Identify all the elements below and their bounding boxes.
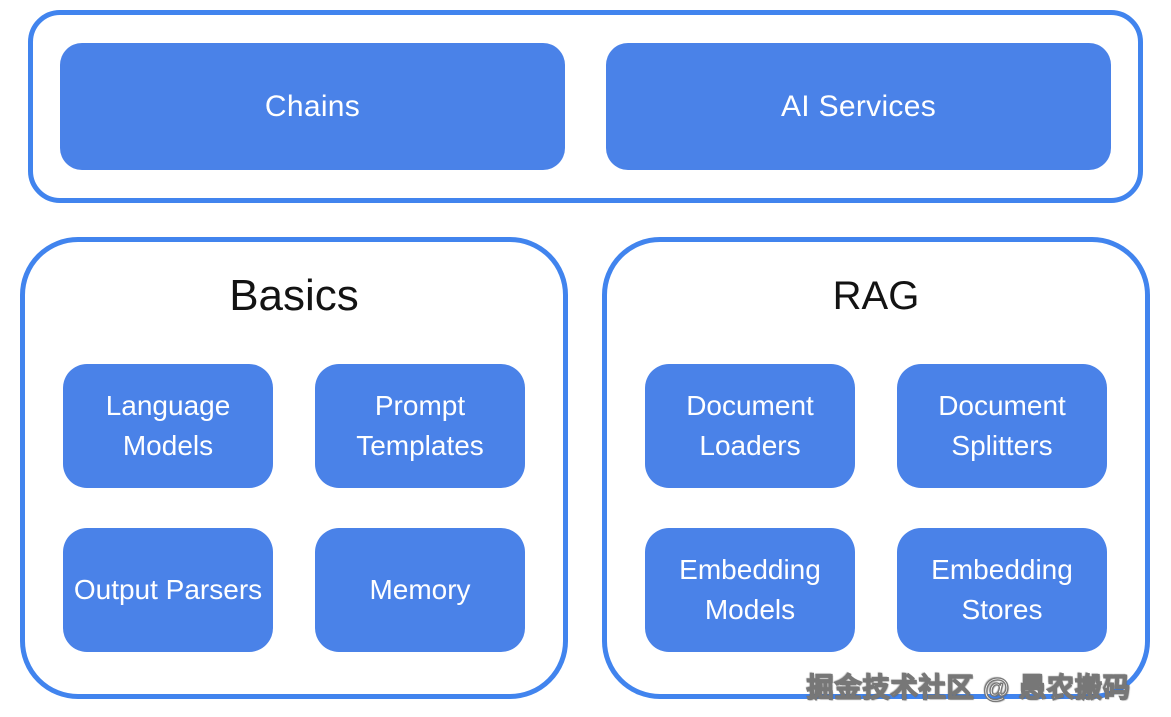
node-document-loaders: Document Loaders (645, 364, 855, 488)
top-level-container: Chains AI Services (28, 10, 1143, 203)
node-document-splitters-label: Document Splitters (938, 390, 1066, 461)
node-language-models-label: Language Models (105, 390, 231, 461)
node-language-models: Language Models (63, 364, 273, 488)
node-memory: Memory (315, 528, 525, 652)
watermark-text: 掘金技术社区 @ 愚农搬码 (806, 672, 1131, 703)
group-basics-grid: Language Models Prompt Templates Output … (25, 364, 563, 652)
node-embedding-stores: Embedding Stores (897, 528, 1107, 652)
node-ai-services-label: AI Services (780, 89, 936, 123)
node-output-parsers-label: Output Parsers (73, 574, 263, 605)
node-memory-label: Memory (369, 574, 471, 605)
node-chains-label: Chains (264, 89, 361, 123)
node-embedding-models-label: Embedding Models (679, 554, 821, 625)
node-document-loaders-label: Document Loaders (686, 390, 814, 461)
group-rag: RAG Document Loaders Document Splitters … (602, 237, 1150, 699)
group-basics-title: Basics (229, 271, 359, 320)
node-prompt-templates-label: Prompt Templates (356, 390, 484, 461)
node-embedding-models: Embedding Models (645, 528, 855, 652)
node-ai-services: AI Services (606, 43, 1111, 170)
node-document-splitters: Document Splitters (897, 364, 1107, 488)
node-chains: Chains (60, 43, 565, 170)
group-basics: Basics Language Models Prompt Templates … (20, 237, 568, 699)
node-prompt-templates: Prompt Templates (315, 364, 525, 488)
group-rag-title: RAG (832, 274, 920, 318)
group-rag-grid: Document Loaders Document Splitters Embe… (607, 364, 1145, 652)
node-embedding-stores-label: Embedding Stores (931, 554, 1073, 625)
node-output-parsers: Output Parsers (63, 528, 273, 652)
